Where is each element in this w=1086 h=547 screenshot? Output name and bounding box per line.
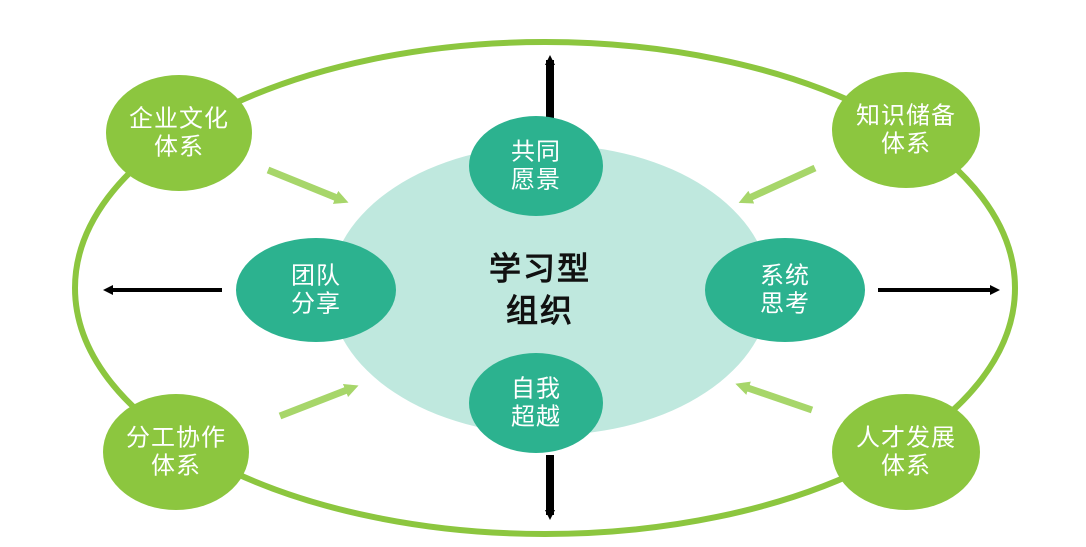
node-circle-outer-top-left (106, 75, 252, 191)
inner-node-left-line1: 团队 (291, 261, 341, 290)
inner-node-left-line2: 分享 (291, 290, 341, 318)
inner-node-right-label: 系统 思考 (760, 262, 810, 319)
outer-node-top-right-line2: 体系 (881, 130, 931, 158)
outer-node-bottom-right-line2: 体系 (881, 452, 931, 480)
inner-node-top-line2: 愿景 (511, 166, 561, 194)
outer-node-bottom-right-label: 人才发展 体系 (856, 424, 956, 481)
outer-node-bottom-left-line2: 体系 (151, 452, 201, 480)
node-circle-outer-top-right (832, 72, 980, 188)
outer-node-top-right-label: 知识储备 体系 (856, 102, 956, 159)
inner-node-right-line2: 思考 (760, 290, 810, 318)
node-circle-inner-right (705, 238, 865, 342)
center-circle (330, 145, 770, 435)
inner-node-top-label: 共同 愿景 (511, 138, 561, 195)
green-arrow-bottom-right (735, 381, 814, 414)
green-arrow-top-right (738, 164, 817, 204)
outer-ring (72, 39, 1018, 537)
node-circle-outer-bottom-right (832, 394, 980, 510)
node-circle-inner-left (236, 238, 396, 342)
center-label-line1: 学习型 (488, 249, 592, 288)
center-label-line2: 组织 (505, 291, 575, 329)
outer-node-top-left-line2: 体系 (154, 133, 204, 161)
outer-node-bottom-right-line1: 人才发展 (856, 423, 956, 452)
inner-node-top-line1: 共同 (511, 137, 561, 166)
node-circle-inner-top (469, 116, 603, 216)
green-arrow-bottom-left (278, 384, 359, 420)
node-circle-outer-bottom-left (103, 394, 249, 510)
outer-node-top-left-label: 企业文化 体系 (129, 105, 229, 162)
outer-node-top-right-line1: 知识储备 (856, 101, 956, 130)
node-circle-inner-bottom (469, 353, 603, 453)
inner-node-bottom-line1: 自我 (511, 374, 561, 403)
outer-node-bottom-left-line1: 分工协作 (126, 423, 226, 452)
inner-node-bottom-line2: 超越 (511, 403, 561, 431)
inner-node-bottom-label: 自我 超越 (511, 375, 561, 432)
inner-node-right-line1: 系统 (760, 261, 810, 290)
outer-node-top-left-line1: 企业文化 (129, 104, 229, 133)
inner-node-left-label: 团队 分享 (291, 262, 341, 319)
green-arrow-top-left (266, 166, 349, 204)
center-label: 学习型 组织 (489, 248, 591, 331)
outer-node-bottom-left-label: 分工协作 体系 (126, 424, 226, 481)
